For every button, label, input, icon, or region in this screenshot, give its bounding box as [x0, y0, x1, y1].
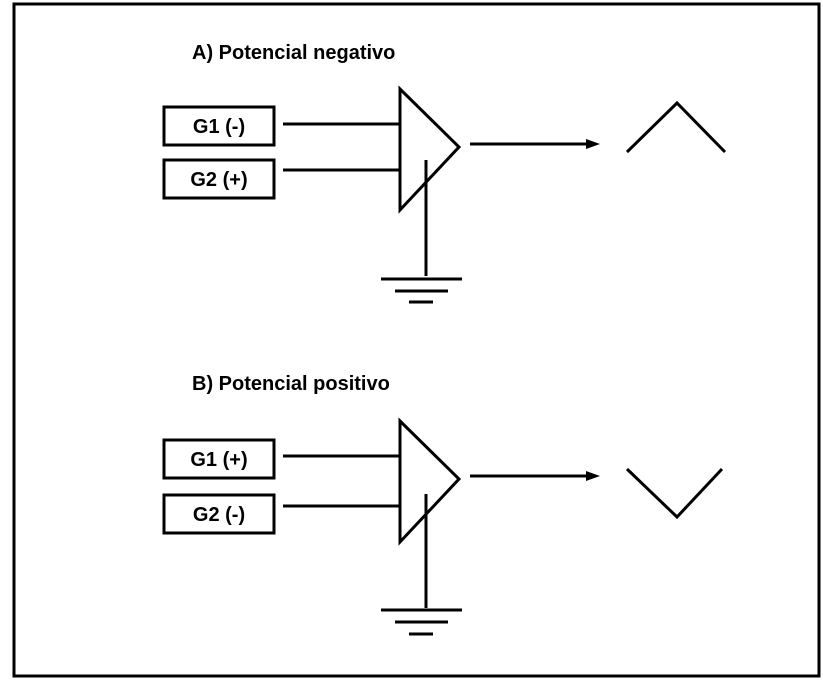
panel-a-waveform-peak	[625, 100, 727, 154]
panel-a: A) Potencial negativo G1 (-) G2 (+)	[162, 42, 727, 304]
panel-a-input-top-label: G1 (-)	[193, 116, 245, 138]
panel-b-input-bottom-label: G2 (-)	[193, 504, 245, 526]
panel-b: B) Potencial positivo G1 (+) G2 (-)	[162, 373, 724, 636]
panel-b-input-top-box	[162, 438, 276, 480]
panel-a-input-bottom-box	[162, 158, 276, 200]
panel-b-input-bottom-box	[162, 493, 276, 535]
panel-b-amplifier	[398, 417, 462, 546]
panel-b-output-arrowhead	[586, 471, 600, 481]
outer-frame	[12, 2, 821, 678]
panel-a-output-arrowhead	[586, 139, 600, 149]
panel-b-input-top-label: G1 (+)	[190, 449, 247, 471]
panel-a-amplifier	[398, 85, 462, 214]
panel-a-input-top-box	[162, 105, 276, 147]
panel-b-title: B) Potencial positivo	[192, 373, 390, 395]
panel-a-input-bottom-label: G2 (+)	[190, 169, 247, 191]
panel-a-title: A) Potencial negativo	[192, 42, 395, 64]
panel-b-waveform-trough	[625, 467, 724, 520]
